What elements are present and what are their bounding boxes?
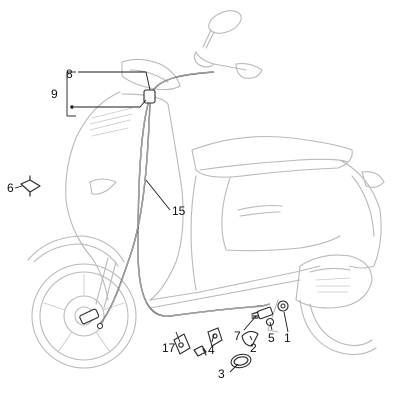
callout-15: 15: [172, 204, 186, 218]
part-connector-assembly: [251, 300, 289, 327]
part-4-clip: [207, 327, 223, 347]
callout-5: 5: [268, 331, 275, 345]
callout-3: 3: [218, 367, 225, 381]
callout-6: 6: [7, 181, 14, 195]
scooter-outline: [27, 10, 385, 369]
callout-7: 7: [234, 329, 241, 343]
callout-labels: 8 9 6 15 7 2 5 1 4 17 3: [7, 67, 291, 381]
part-6-clip: [20, 175, 41, 197]
callout-17: 17: [162, 341, 176, 355]
callout-8: 8: [66, 67, 73, 81]
leader-lines: [14, 71, 289, 373]
part-2-clamp: [241, 330, 259, 347]
control-cable: [79, 71, 271, 330]
part-3-ring: [230, 353, 252, 369]
callout-4: 4: [208, 343, 215, 357]
part-17-bracket: [173, 333, 207, 357]
callout-9: 9: [51, 87, 58, 101]
callout-1: 1: [284, 331, 291, 345]
callout-2: 2: [250, 341, 257, 355]
